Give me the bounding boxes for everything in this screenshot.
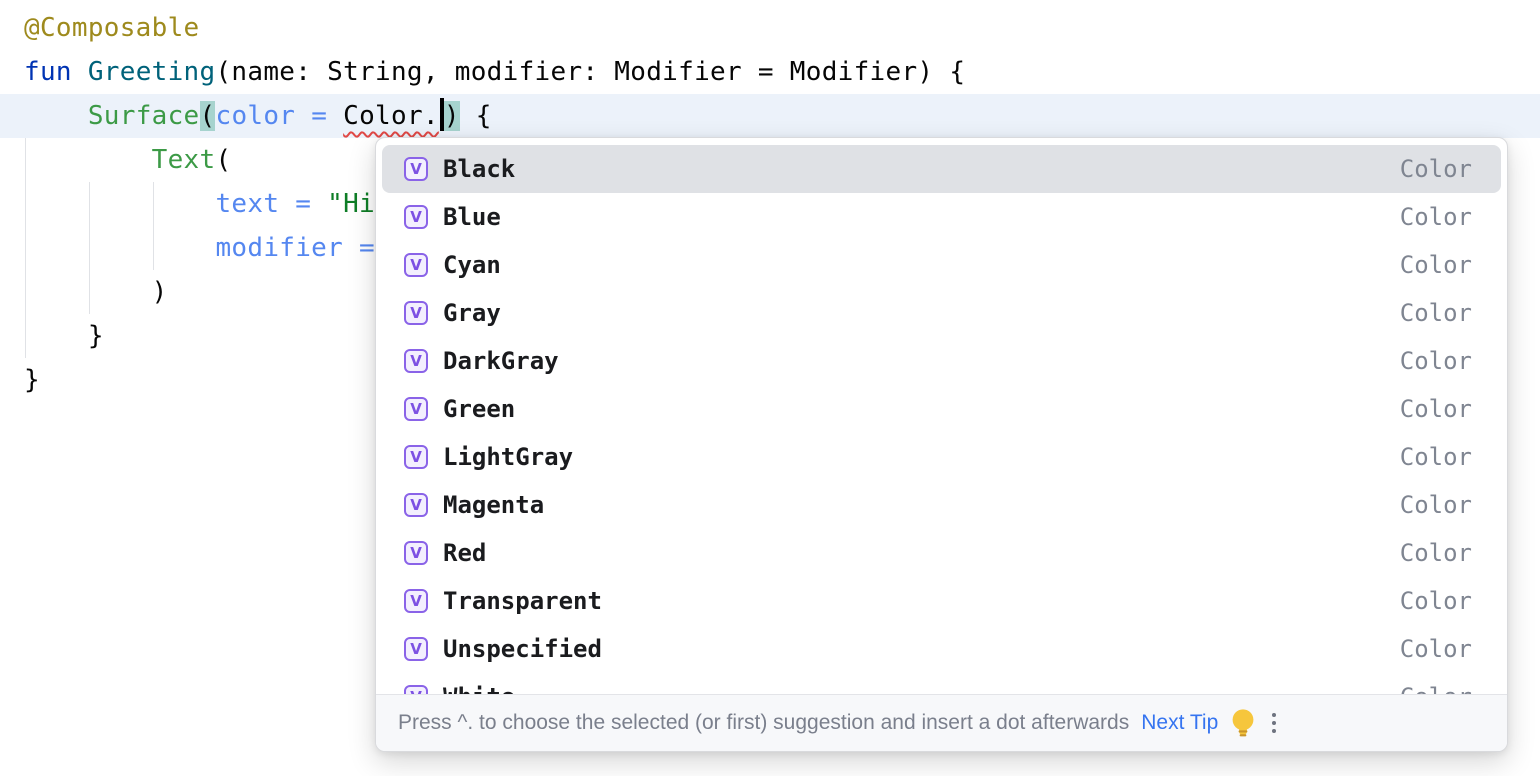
completion-item[interactable]: V Green Color (382, 385, 1501, 433)
completion-item[interactable]: V Cyan Color (382, 241, 1501, 289)
value-icon: V (404, 205, 428, 229)
code-line[interactable]: Surface(color = Color.) { (0, 94, 1540, 138)
value-icon: V (404, 445, 428, 469)
code-token: ( (199, 101, 216, 131)
completion-item-type: Color (1399, 635, 1472, 663)
completion-item-type: Color (1399, 443, 1472, 471)
value-icon: V (404, 349, 428, 373)
completion-item-type: Color (1399, 587, 1472, 615)
completion-item-name: Red (443, 539, 487, 567)
code-token: ( (215, 145, 232, 175)
completion-item-type: Color (1399, 491, 1472, 519)
completion-item-name: White (443, 683, 515, 694)
code-token: text = (215, 189, 328, 219)
completion-item[interactable]: V DarkGray Color (382, 337, 1501, 385)
completion-item[interactable]: V Blue Color (382, 193, 1501, 241)
completion-item[interactable]: V Unspecified Color (382, 625, 1501, 673)
code-line[interactable]: Text( (0, 138, 1540, 182)
indent-guide (153, 182, 154, 270)
completion-item-type: Color (1399, 395, 1472, 423)
value-icon: V (404, 589, 428, 613)
code-token: ) (443, 101, 460, 131)
completion-item-name: LightGray (443, 443, 574, 471)
completion-item[interactable]: V Gray Color (382, 289, 1501, 337)
completion-item-name: Green (443, 395, 516, 423)
code-token (24, 233, 215, 263)
value-icon: V (404, 157, 428, 181)
completion-item-name: DarkGray (443, 347, 559, 375)
completion-item-type: Color (1399, 155, 1472, 183)
code-token: { (459, 101, 492, 131)
completion-item-name: Blue (443, 203, 501, 231)
code-line[interactable]: modifier = (0, 226, 1540, 270)
completion-item-name: Unspecified (443, 635, 602, 663)
code-token (24, 101, 88, 131)
completion-item-type: Color (1400, 683, 1472, 694)
code-token: fun (24, 57, 88, 87)
completion-item-name: Transparent (443, 587, 602, 615)
footer-hint: Press ^. to choose the selected (or firs… (398, 711, 1130, 734)
value-icon: V (404, 253, 428, 277)
value-icon: V (404, 541, 428, 565)
completion-item[interactable]: V Transparent Color (382, 577, 1501, 625)
indent-guide (89, 182, 90, 314)
code-token: Color. (343, 101, 439, 131)
code-token: @Composable (24, 13, 200, 43)
code-line[interactable]: } (0, 358, 1540, 402)
text-caret (439, 98, 444, 131)
completion-item-name: Gray (443, 299, 501, 327)
indent-guide (25, 138, 26, 358)
completion-item-type: Color (1399, 251, 1472, 279)
completion-item[interactable]: V Magenta Color (382, 481, 1501, 529)
completion-item-type: Color (1399, 347, 1472, 375)
value-icon: V (404, 493, 428, 517)
code-token: ) (24, 277, 168, 307)
code-token: } (24, 365, 40, 395)
code-token (24, 145, 152, 175)
code-lines: @Composable fun Greeting(name: String, mo… (0, 6, 1540, 402)
value-icon: V (404, 397, 428, 421)
completion-item-type: Color (1399, 299, 1472, 327)
code-token: modifier = (215, 233, 391, 263)
completion-item[interactable]: V LightGray Color (382, 433, 1501, 481)
code-token: color = (215, 101, 344, 131)
code-token: Greeting (87, 57, 216, 87)
value-icon: V (404, 637, 428, 661)
completion-item-type: Color (1399, 203, 1472, 231)
completion-item-name: Magenta (443, 491, 545, 519)
code-line[interactable]: @Composable (0, 6, 1540, 50)
completion-item[interactable]: V Red Color (382, 529, 1501, 577)
code-line[interactable]: ) (0, 270, 1540, 314)
lightbulb-icon (1230, 708, 1256, 738)
code-token: Surface (87, 101, 200, 131)
code-line[interactable]: } (0, 314, 1540, 358)
value-icon: V (404, 301, 428, 325)
completion-item-name: Cyan (443, 251, 501, 279)
completion-item-name: Black (443, 155, 516, 183)
completion-footer: Press ^. to choose the selected (or firs… (376, 694, 1507, 751)
code-token: (name: String, modifier: Modifier = Modi… (215, 57, 966, 87)
completion-item-type: Color (1399, 539, 1472, 567)
next-tip-link[interactable]: Next Tip (1141, 711, 1219, 734)
code-line[interactable]: fun Greeting(name: String, modifier: Mod… (0, 50, 1540, 94)
completion-item[interactable]: V White Color (382, 673, 1501, 694)
code-token (24, 189, 215, 219)
more-options-icon[interactable] (1272, 713, 1277, 733)
code-token: } (24, 321, 104, 351)
code-token: Text (151, 145, 216, 175)
code-line[interactable]: text = "Hi, (0, 182, 1540, 226)
value-icon: V (404, 685, 428, 694)
completion-item[interactable]: V Black Color (382, 145, 1501, 193)
